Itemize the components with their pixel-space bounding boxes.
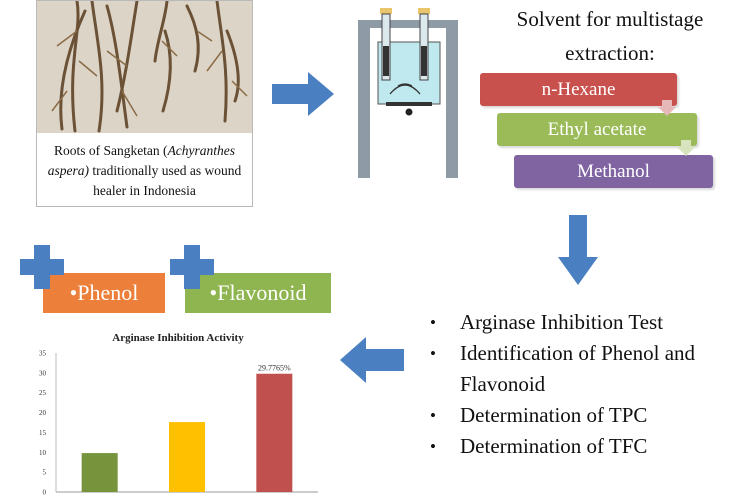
photo-caption: Roots of Sangketan (Achyranthes aspera) … xyxy=(39,141,250,201)
step-down-arrow-icon xyxy=(658,100,676,116)
solvent-step-methanol: Methanol xyxy=(514,155,713,188)
caption-text-1: Roots of Sangketan ( xyxy=(53,143,168,158)
y-tick-label: 25 xyxy=(39,389,47,397)
y-tick-label: 0 xyxy=(43,489,47,497)
chart-bar xyxy=(256,373,293,492)
chart-bar xyxy=(169,422,205,492)
ultrasonic-extractor-icon xyxy=(358,8,458,178)
y-tick-label: 5 xyxy=(43,469,47,477)
caption-species: Achyranthes aspera) xyxy=(47,143,236,178)
chart-title: Arginase Inhibition Activity xyxy=(112,332,244,344)
y-tick-label: 20 xyxy=(39,409,47,417)
chart-bars: 29.7765% xyxy=(81,364,293,492)
solvent-step-hexane: n-Hexane xyxy=(480,73,677,106)
solvent-step-ethyl-acetate: Ethyl acetate xyxy=(497,113,697,146)
tests-list: Arginase Inhibition Test Identification … xyxy=(430,307,750,462)
chart-bar xyxy=(81,453,118,492)
bar-data-label: 29.7765% xyxy=(258,364,291,373)
step-down-arrow-icon xyxy=(677,140,695,156)
test-item: Determination of TPC xyxy=(430,400,750,431)
test-item: Identification of Phenol and Flavonoid xyxy=(430,338,750,400)
test-item: Arginase Inhibition Test xyxy=(430,307,750,338)
y-tick-label: 30 xyxy=(39,369,47,377)
plus-icon xyxy=(170,245,214,289)
phenol-tag: •Phenol xyxy=(43,273,165,313)
test-item: Determination of TFC xyxy=(430,431,750,462)
y-tick-label: 35 xyxy=(39,350,47,358)
arginase-chart: Arginase Inhibition Activity 0 5 10 15 20 25 3… xyxy=(39,332,318,497)
solvent-title: Solvent for multistage extraction: xyxy=(516,7,704,65)
roots-photo-panel: Roots of Sangketan (Achyranthes aspera) … xyxy=(36,0,253,207)
down-arrow-icon xyxy=(558,215,598,285)
flavonoid-tag: •Flavonoid xyxy=(185,273,331,313)
y-tick-label: 10 xyxy=(39,449,47,457)
y-tick-label: 15 xyxy=(39,429,47,437)
caption-text-2: traditionally used as wound healer in In… xyxy=(89,163,242,198)
roots-photo xyxy=(37,1,252,133)
right-arrow-icon xyxy=(272,72,334,116)
plus-icon xyxy=(20,245,64,289)
left-arrow-icon xyxy=(340,337,404,383)
